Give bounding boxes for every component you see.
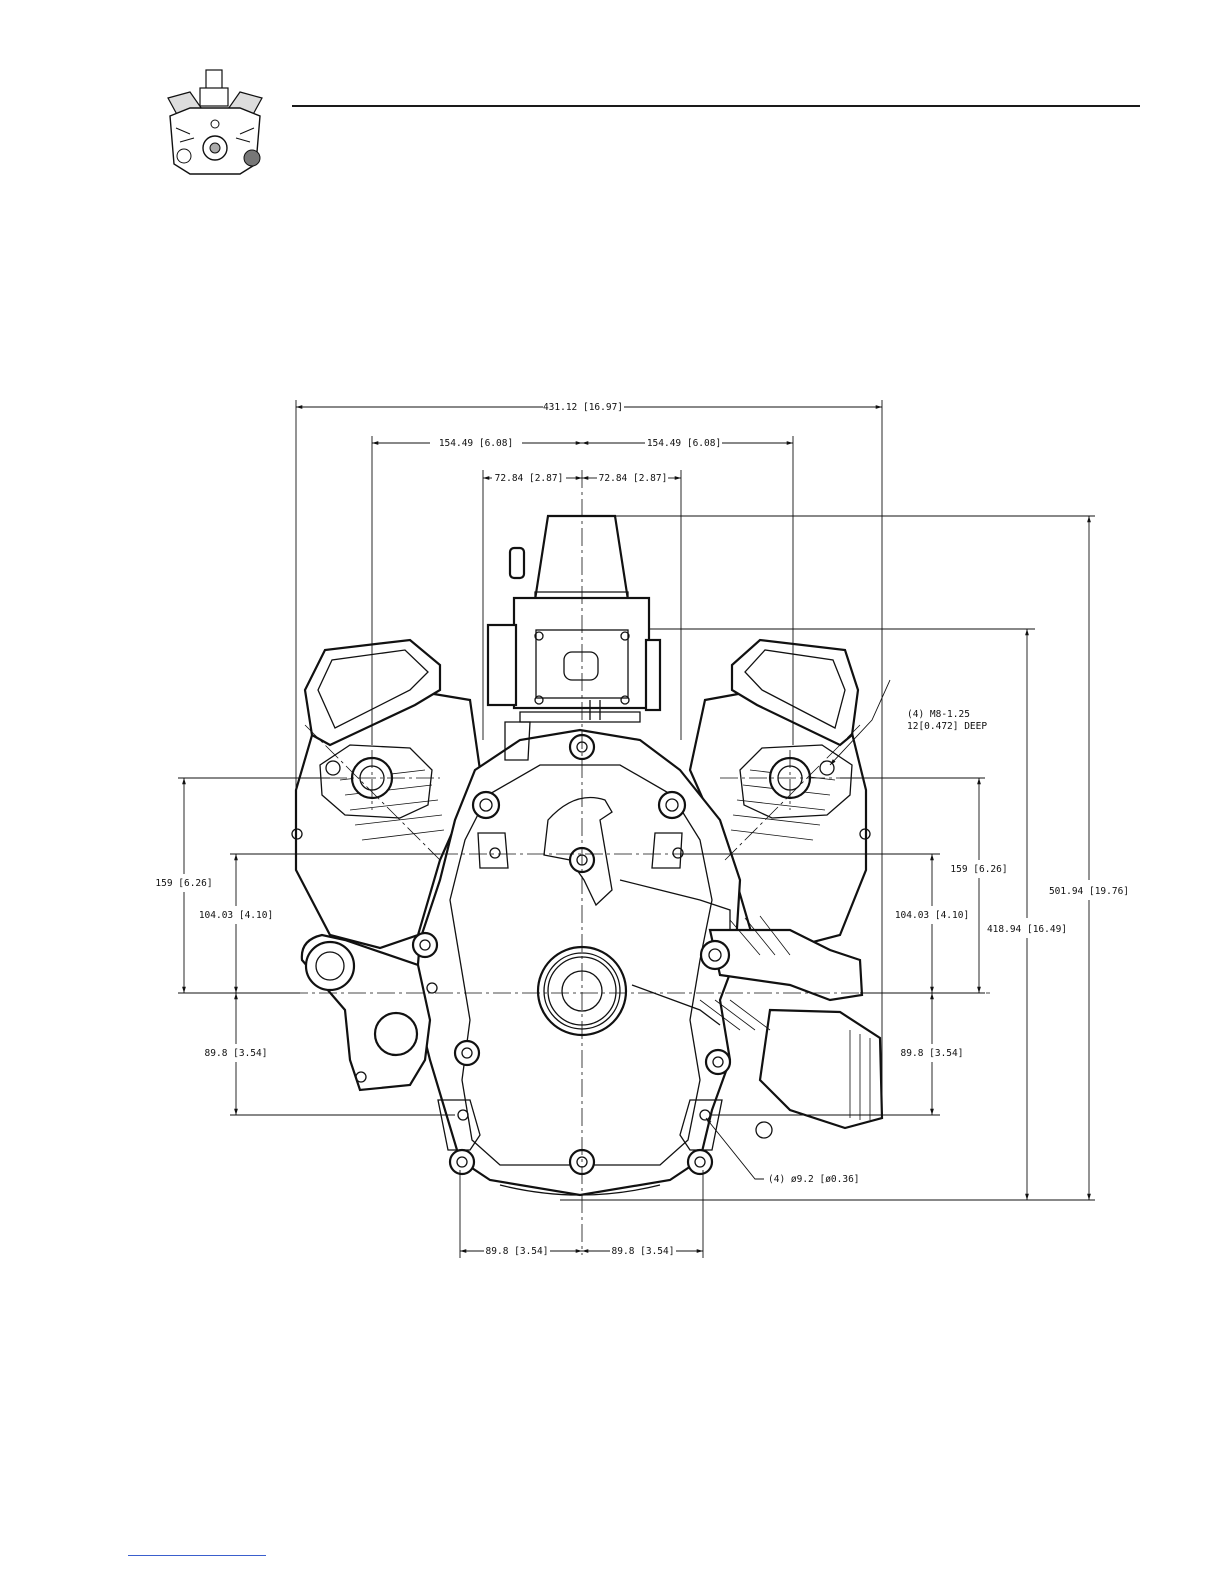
dim-left-159: 159 [6.26] — [155, 878, 212, 889]
footer-link-underline[interactable] — [128, 1555, 266, 1556]
callout-mount-holes-line2: 12[0.472] DEEP — [907, 721, 987, 732]
dim-left-inner: 72.84 [2.87] — [495, 473, 564, 484]
dim-overall-width: 431.12 [16.97] — [543, 402, 623, 413]
dim-left-104: 104.03 [4.10] — [199, 910, 273, 921]
dim-left-89: 89.8 [3.54] — [205, 1048, 268, 1059]
callout-holes: (4) ø9.2 [ø0.36] — [768, 1174, 860, 1185]
dim-right-89: 89.8 [3.54] — [901, 1048, 964, 1059]
dim-right-outer: 154.49 [6.08] — [647, 438, 721, 449]
dim-right-inner: 72.84 [2.87] — [599, 473, 668, 484]
dim-right-159: 159 [6.26] — [950, 864, 1007, 875]
dim-height-418: 418.94 [16.49] — [987, 924, 1067, 935]
dim-left-outer: 154.49 [6.08] — [439, 438, 513, 449]
dim-bottom-left: 89.8 [3.54] — [486, 1246, 549, 1257]
dim-bottom-right: 89.8 [3.54] — [612, 1246, 675, 1257]
callout-mount-holes-line1: (4) M8-1.25 — [907, 709, 970, 720]
dim-right-104: 104.03 [4.10] — [895, 910, 969, 921]
dim-height-501: 501.94 [19.76] — [1049, 886, 1129, 897]
engine-body — [292, 516, 882, 1195]
